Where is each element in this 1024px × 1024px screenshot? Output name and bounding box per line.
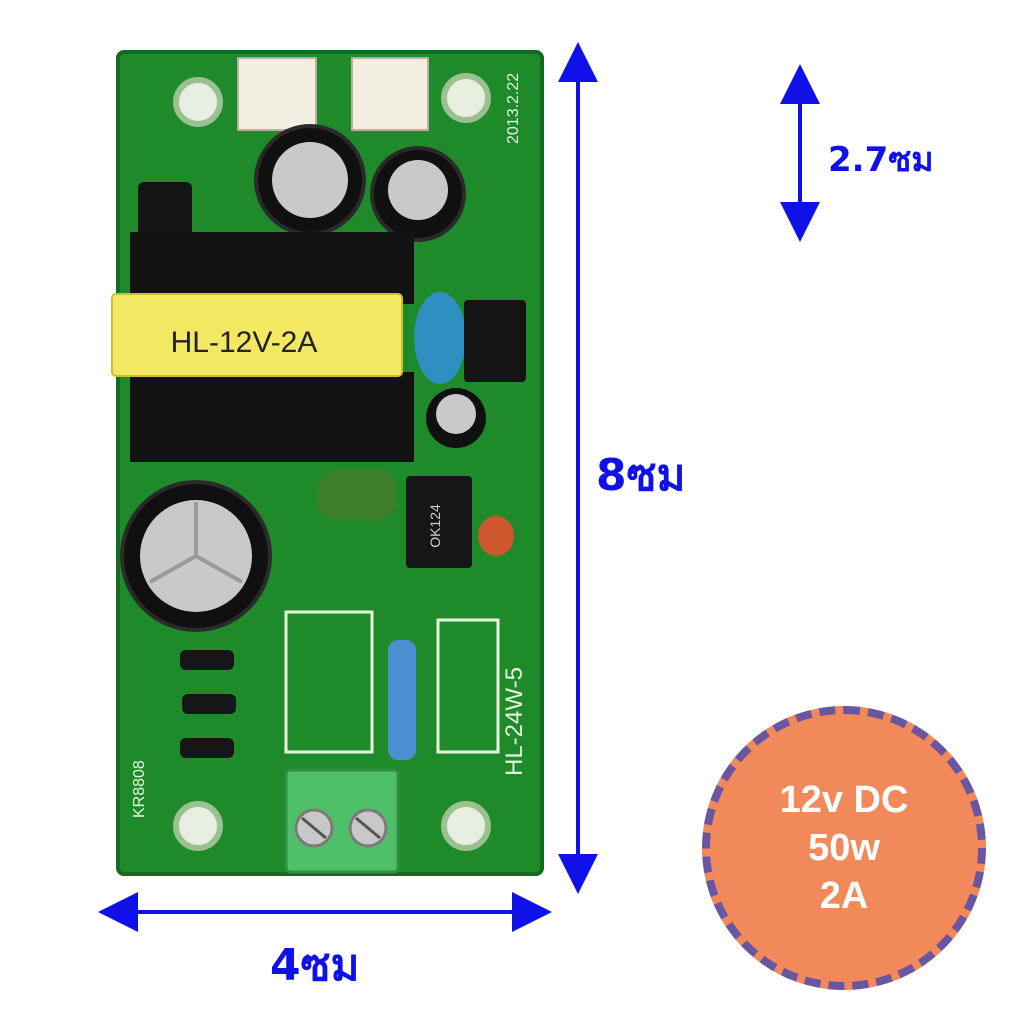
height-dimension-label: 8ซม — [596, 450, 686, 501]
capacitor-c7-top — [388, 160, 448, 220]
thickness-dimension-label: 2.7ซม — [828, 140, 934, 180]
terminal-screw-slot — [355, 816, 381, 840]
capacitor-c3 — [478, 516, 514, 556]
model-label: HL-24W-5 — [501, 667, 528, 776]
silkscreen-l1 — [284, 610, 374, 754]
spec-voltage: 12v DC — [779, 779, 909, 821]
transformer-tape — [111, 293, 403, 377]
terminal-screw-slot — [301, 816, 327, 840]
transformer-core-top — [130, 232, 414, 304]
mounting-hole — [441, 801, 491, 851]
capacitor-c2-vent — [149, 554, 197, 584]
connector-cn2 — [351, 57, 429, 131]
mounting-hole — [441, 73, 491, 123]
transistor — [138, 182, 192, 246]
spec-power: 50w — [808, 827, 880, 869]
code-label: KR8808 — [131, 760, 148, 818]
width-dimension-label: 4ซม — [270, 940, 360, 991]
date-label: 2013.2.22 — [505, 73, 522, 144]
mounting-hole — [173, 801, 223, 851]
capacitor-c2-vent — [195, 554, 243, 584]
diode-d2 — [182, 694, 236, 714]
fuse-f1 — [388, 640, 416, 760]
mounting-hole — [173, 77, 223, 127]
ic-chip — [406, 476, 472, 568]
capacitor-c6 — [414, 292, 466, 384]
spec-badge: 12v DC 50w 2A — [702, 706, 986, 990]
ic-label: OK124 — [427, 504, 443, 548]
diode-d1 — [180, 738, 234, 758]
optocoupler — [464, 300, 526, 382]
transformer-label: HL-12V-2A — [171, 326, 318, 359]
capacitor-c5-top — [436, 394, 476, 434]
capacitor-c8-top — [272, 142, 348, 218]
diode-d3 — [180, 650, 234, 670]
spec-current: 2A — [819, 875, 869, 917]
connector-cn3 — [237, 57, 317, 131]
transformer-core-bottom — [130, 372, 414, 462]
silkscreen-c1 — [436, 618, 500, 754]
inductor — [318, 470, 396, 520]
